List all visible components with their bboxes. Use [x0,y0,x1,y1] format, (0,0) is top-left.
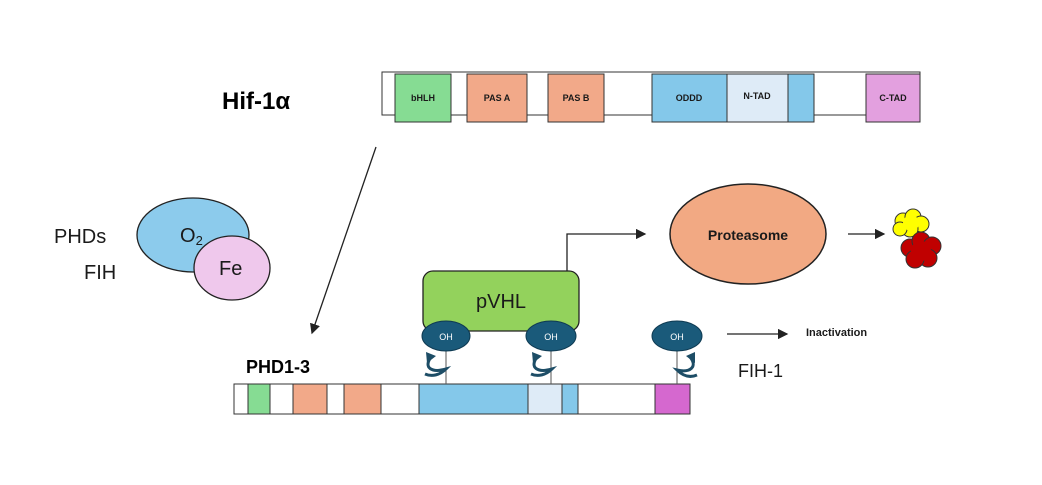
domain-ntad [726,73,789,123]
pvhl-to-proteasome-arrow [566,228,647,271]
bottom-domain-oddd-tail [561,383,579,415]
oh-badge-2 [525,320,577,352]
curved-arrow-icon [672,356,698,378]
degraded-fragments [892,208,942,269]
hif-1a-protein-bar: bHLH PAS A PAS B ODDD N-TAD C-TAD [381,71,921,123]
diagonal-arrow [310,146,377,335]
curved-arrow-head-icon [532,352,542,363]
domain-ctad [865,73,921,123]
oh-badge-1 [421,320,471,352]
domain-pas-a-label: PAS A [484,93,511,103]
hif-bar-backbone [381,71,921,116]
proteasome-label: Proteasome [708,227,788,243]
bottom-protein-bar [233,383,691,415]
o2-label: O2 [180,225,203,248]
red-fragment [900,231,942,269]
phds-label: PHDs [54,226,106,248]
fih-label: FIH [84,262,116,284]
inactivation-label: Inactivation [806,327,867,339]
fih-1-label: FIH-1 [738,361,783,381]
curved-arrow-head-icon [686,352,695,363]
domain-ntad-label: N-TAD [743,91,771,101]
domain-ctad-label: C-TAD [879,93,907,103]
hif-1a-title: Hif-1α [222,88,290,115]
domain-oddd-tail [787,73,815,123]
domain-oddd-label: ODDD [676,93,703,103]
hydroxylation-site-1: OH [421,320,471,384]
hydroxylation-site-2: OH [525,320,577,384]
bottom-domain-ntad [527,383,563,415]
pvhl-label: pVHL [476,291,526,313]
fe-ellipse [193,235,271,301]
curved-arrow-head-icon [426,352,436,363]
hydroxylation-site-3: OH [651,320,703,384]
fe-label: Fe [219,258,242,280]
oh-badge-3 [651,320,703,352]
bottom-domain-pas-b [343,383,382,415]
domain-pas-b-label: PAS B [563,93,590,103]
bottom-domain-pas-a [292,383,328,415]
oh-badge-2-label: OH [544,332,558,342]
domain-bhlh-label: bHLH [411,93,435,103]
pvhl-box [422,270,580,332]
curved-arrow-icon [424,356,452,377]
oh-badge-3-label: OH [670,332,684,342]
proteasome-ellipse [669,183,827,285]
bottom-domain-ctad [654,383,691,415]
domain-pas-a [466,73,528,123]
bottom-domain-oddd [418,383,529,415]
bottom-domain-bhlh [247,383,271,415]
domain-bhlh [394,73,452,123]
curved-arrow-icon [530,356,558,377]
phd1-3-title: PHD1-3 [246,357,310,377]
oh-badge-1-label: OH [439,332,453,342]
domain-pas-b [547,73,605,123]
